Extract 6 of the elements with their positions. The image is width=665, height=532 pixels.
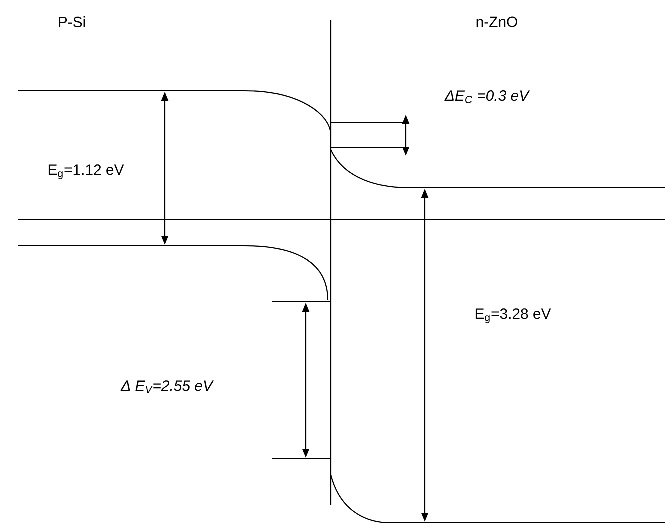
band-label: E$_{g}$=1.12 eV [48, 164, 124, 180]
band-label: n-ZnO [476, 16, 518, 28]
band-label: P-Si [59, 16, 86, 28]
band-label: E$_{g}$=3.28 eV [476, 308, 552, 324]
band-label: ΔE$_{C}$ =0.3 eV [444, 90, 530, 104]
band-label: Δ E$_{V}$=2.55 eV [120, 380, 214, 394]
